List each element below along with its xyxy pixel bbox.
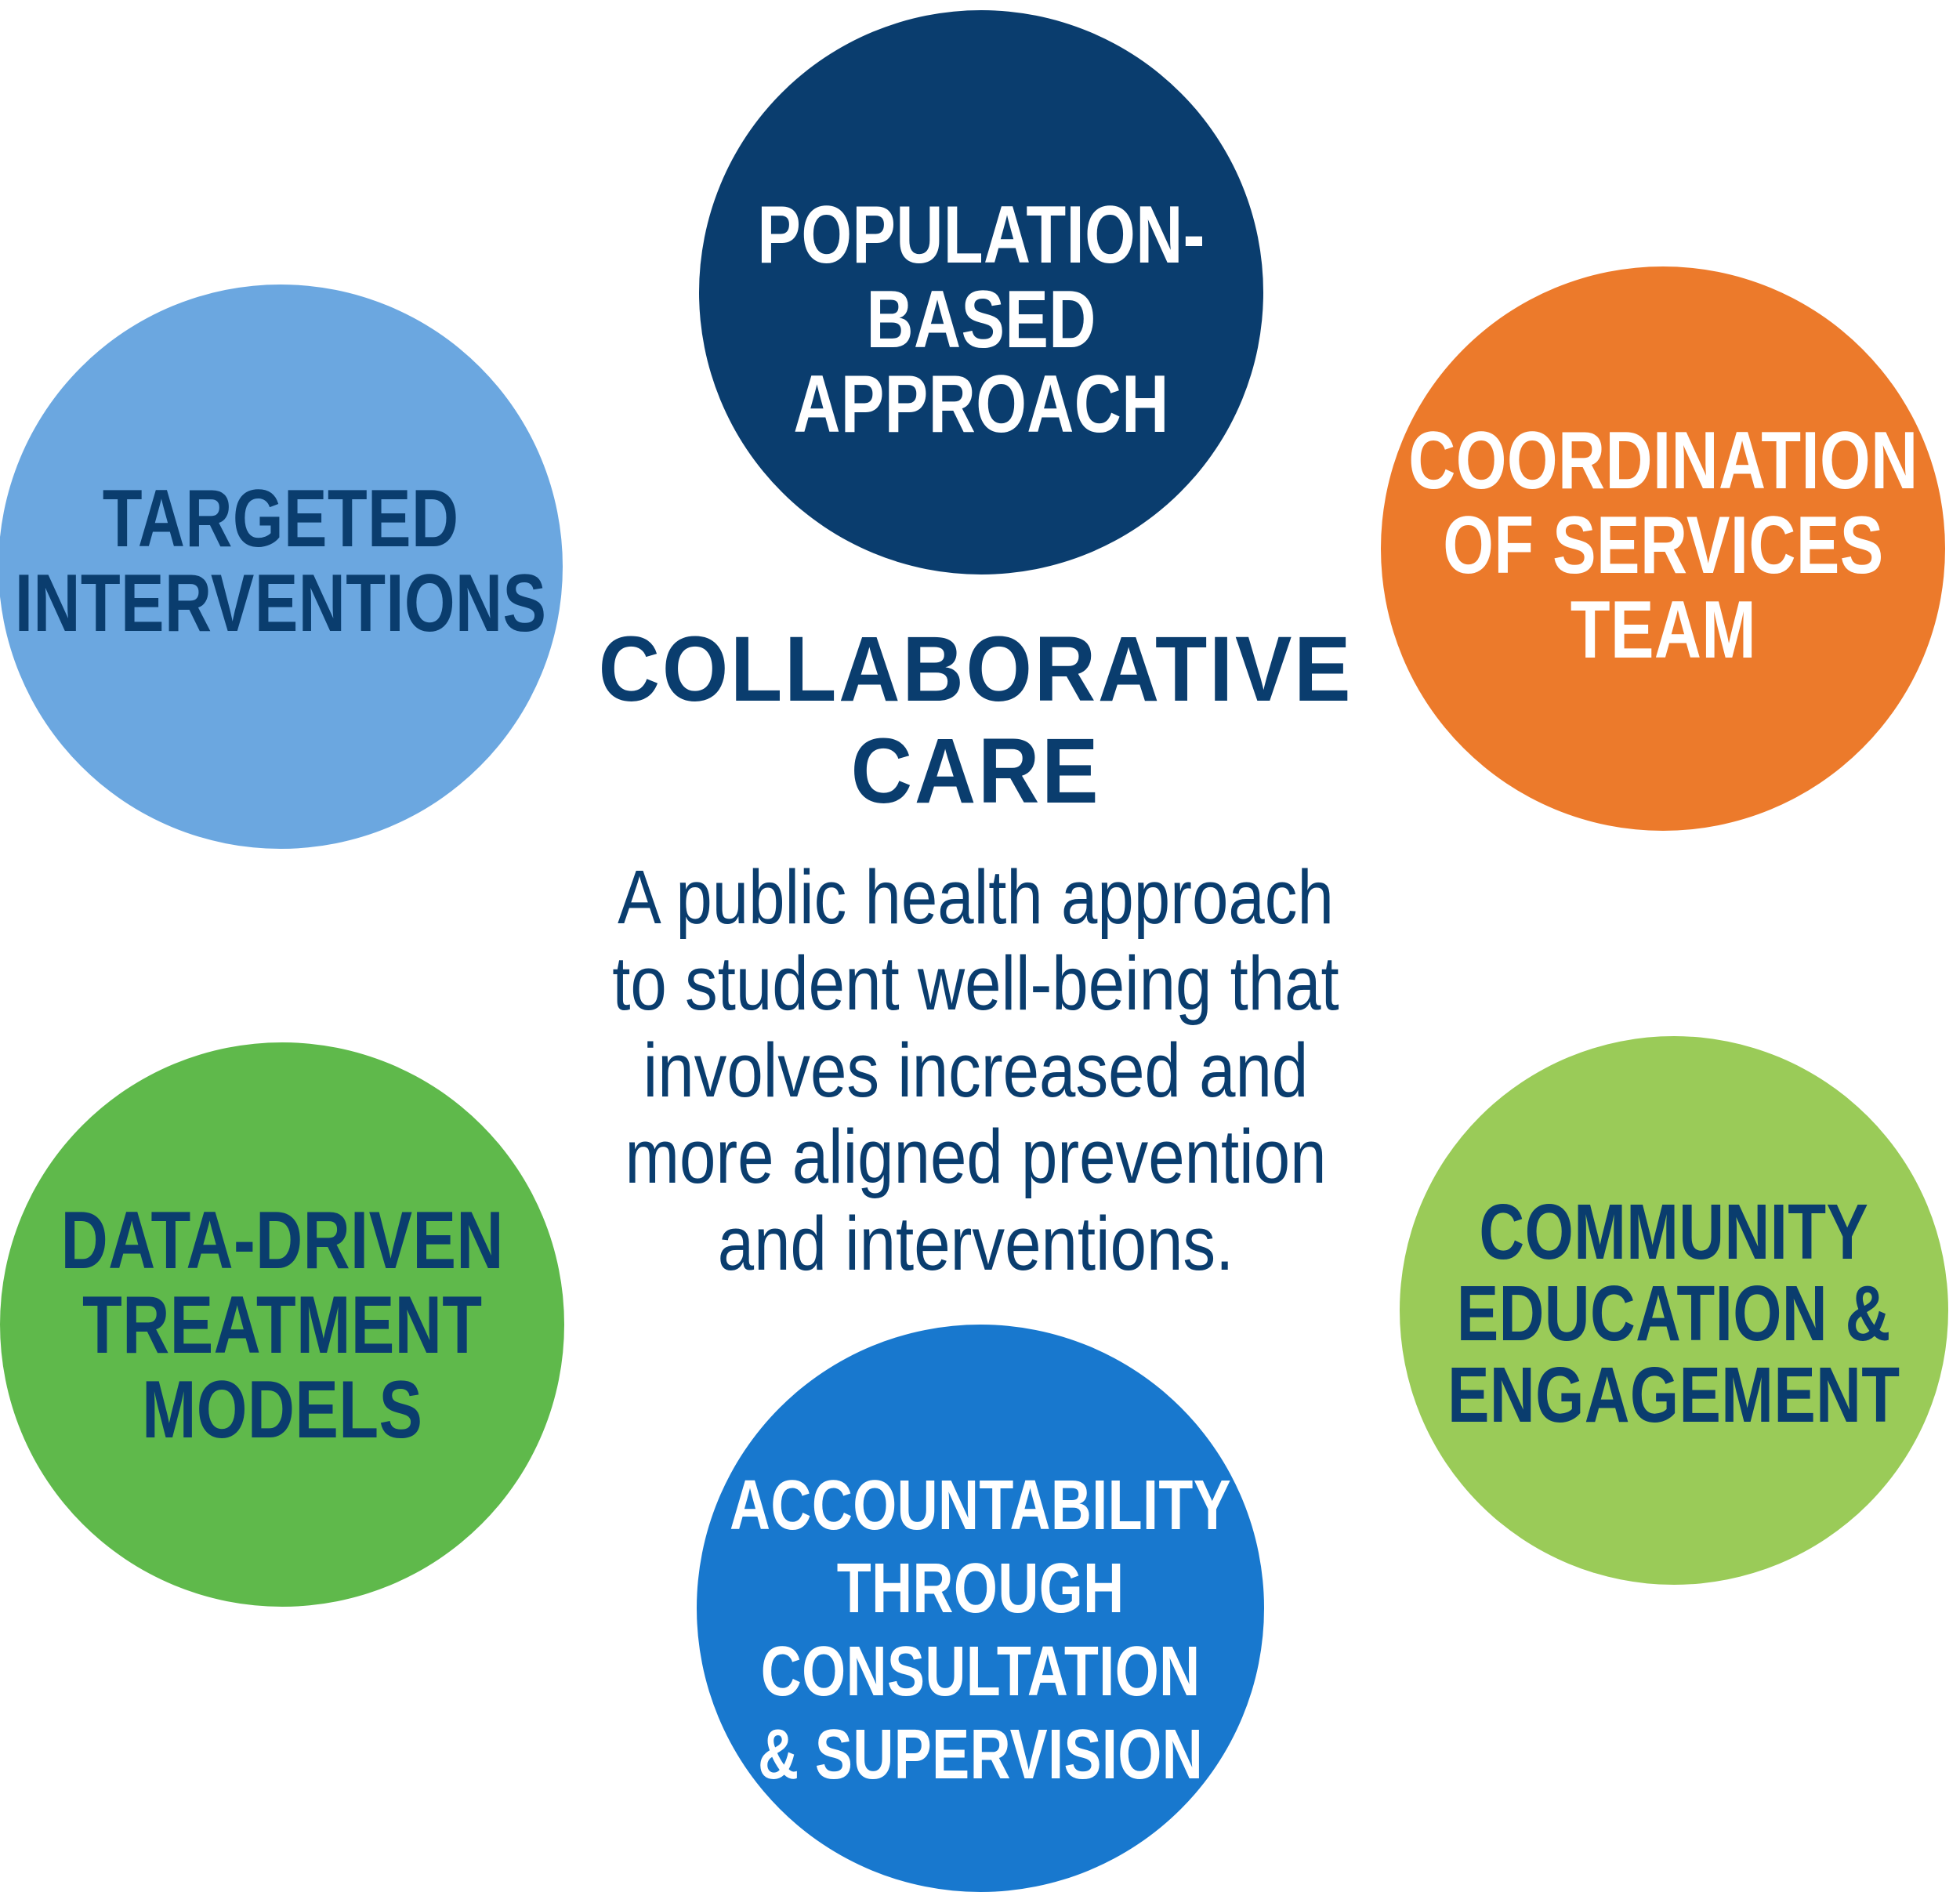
bubble-label-population-based-approach: POPULATION- BASED APPROACH xyxy=(757,189,1205,451)
bubble-label-community-education-and-engagement: COMMUNITY EDUCATION & ENGAGEMENT xyxy=(1447,1188,1900,1439)
center-text-block: COLLABORATIVE CARE A public health appro… xyxy=(549,618,1403,1287)
bubble-accountability-through-consultation-and-supervision[interactable]: ACCOUNTABILITY THROUGH CONSULTATION & SU… xyxy=(697,1325,1264,1892)
bubble-label-coordination-of-services-team: COORDINATION OF SERVICES TEAM xyxy=(1408,415,1918,676)
diagram-description: A public health approach to student well… xyxy=(612,854,1339,1286)
bubble-label-accountability-through-consultation-and-supervision: ACCOUNTABILITY THROUGH CONSULTATION & SU… xyxy=(729,1466,1232,1795)
bubble-coordination-of-services-team[interactable]: COORDINATION OF SERVICES TEAM xyxy=(1381,266,1945,831)
bubble-targeted-interventions[interactable]: TARGETED INTERVENTIONS xyxy=(0,285,563,849)
bubble-population-based-approach[interactable]: POPULATION- BASED APPROACH xyxy=(699,10,1263,574)
bubble-label-targeted-interventions: TARGETED INTERVENTIONS xyxy=(14,473,547,649)
bubble-label-data-driven-treatment-models: DATA-DRIVEN TREATMENT MODELS xyxy=(60,1194,504,1456)
bubble-data-driven-treatment-models[interactable]: DATA-DRIVEN TREATMENT MODELS xyxy=(0,1042,564,1607)
bubble-community-education-and-engagement[interactable]: COMMUNITY EDUCATION & ENGAGEMENT xyxy=(1400,1036,1948,1585)
diagram-title: COLLABORATIVE CARE xyxy=(598,618,1353,823)
